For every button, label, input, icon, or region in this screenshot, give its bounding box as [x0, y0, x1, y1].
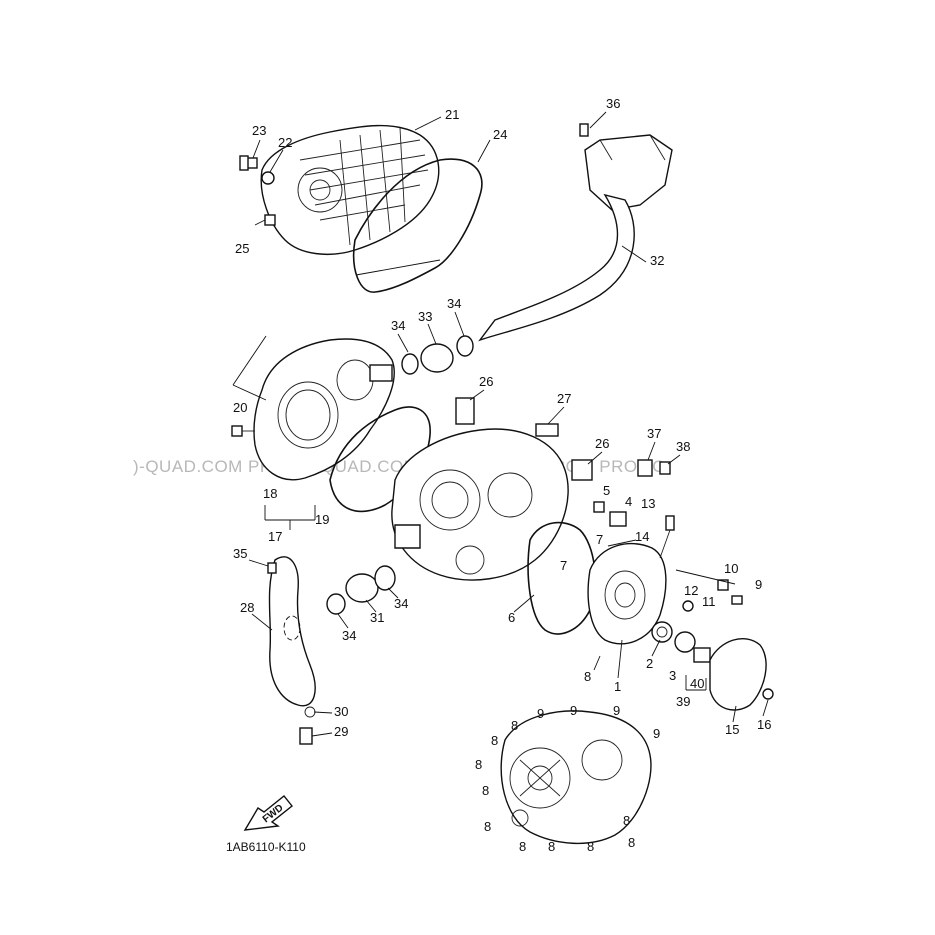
crankcase [391, 428, 569, 581]
callout-8d: 8 [475, 757, 482, 772]
callout-30: 30 [334, 704, 348, 719]
intake-boots [326, 335, 474, 615]
callout-8h: 8 [548, 839, 555, 854]
fasteners-22-23-25 [239, 155, 276, 226]
callout-34a: 34 [447, 296, 461, 311]
callout-5: 5 [603, 483, 610, 498]
callout-26b: 26 [595, 436, 609, 451]
callout-9e: 9 [653, 726, 660, 741]
callout-34d: 34 [342, 628, 356, 643]
callout-8k: 8 [623, 813, 630, 828]
part-36-screw [579, 111, 607, 137]
callout-29: 29 [334, 724, 348, 739]
crankcase-bottom-view [500, 710, 652, 845]
callout-26a: 26 [479, 374, 493, 389]
callout-3: 3 [669, 668, 676, 683]
callout-8e: 8 [482, 783, 489, 798]
callout-9b: 9 [537, 706, 544, 721]
callout-24: 24 [493, 127, 507, 142]
callout-19: 19 [315, 512, 329, 527]
fwd-arrow: FWD [243, 795, 293, 831]
callout-28: 28 [240, 600, 254, 615]
callout-1: 1 [614, 679, 621, 694]
callout-17: 17 [268, 529, 282, 544]
callout-20: 20 [233, 400, 247, 415]
callout-6: 6 [508, 610, 515, 625]
callout-23: 23 [252, 123, 266, 138]
small-hardware [593, 501, 743, 612]
callout-15: 15 [725, 722, 739, 737]
part-21-outer-cover [260, 124, 440, 255]
callout-leaders [248, 116, 769, 737]
callout-32: 32 [650, 253, 664, 268]
callout-13: 13 [641, 496, 655, 511]
callout-37: 37 [647, 426, 661, 441]
callout-8a: 8 [584, 669, 591, 684]
callout-8b: 8 [511, 718, 518, 733]
part-32-duct [478, 134, 673, 342]
callout-8g: 8 [519, 839, 526, 854]
callout-27: 27 [557, 391, 571, 406]
callout-34c: 34 [394, 596, 408, 611]
callout-11: 11 [702, 594, 716, 609]
callout-38: 38 [676, 439, 690, 454]
callout-7b: 7 [560, 558, 567, 573]
callout-31: 31 [370, 610, 384, 625]
callout-10: 10 [724, 561, 738, 576]
callout-9d: 9 [613, 703, 620, 718]
leader-lines [232, 259, 736, 691]
callout-25: 25 [235, 241, 249, 256]
part-1-right-cover [587, 542, 667, 645]
callout-18: 18 [263, 486, 277, 501]
callout-7a: 7 [596, 532, 603, 547]
callout-40: 40 [690, 676, 704, 691]
diagram-code: 1AB6110-K110 [226, 840, 306, 854]
part-19-gasket [329, 406, 431, 513]
parts-26-27-37-38 [455, 397, 671, 481]
callout-34b: 34 [391, 318, 405, 333]
callout-8f: 8 [484, 819, 491, 834]
callout-39: 39 [676, 694, 690, 709]
callout-4: 4 [625, 494, 632, 509]
part-20-bolt [231, 425, 255, 437]
callout-33: 33 [418, 309, 432, 324]
parts-2-3-40-rings [651, 621, 711, 663]
callout-labels: 1 2 3 4 5 6 7 7 8 8 8 8 8 8 8 8 8 8 8 9 … [233, 96, 771, 854]
part-28-duct [268, 556, 316, 707]
callout-22: 22 [278, 135, 292, 150]
part-24-gasket [352, 158, 483, 293]
callout-9c: 9 [570, 703, 577, 718]
callout-8c: 8 [491, 733, 498, 748]
callout-21: 21 [445, 107, 459, 122]
callout-16: 16 [757, 717, 771, 732]
part-15-cover-plate [709, 637, 774, 711]
callout-35: 35 [233, 546, 247, 561]
callout-9a: 9 [755, 577, 762, 592]
callout-2: 2 [646, 656, 653, 671]
callout-8i: 8 [587, 839, 594, 854]
callout-14: 14 [635, 529, 649, 544]
callout-12: 12 [684, 583, 698, 598]
callout-8j: 8 [628, 835, 635, 850]
part-18-inner-cover [253, 338, 395, 481]
callout-36: 36 [606, 96, 620, 111]
